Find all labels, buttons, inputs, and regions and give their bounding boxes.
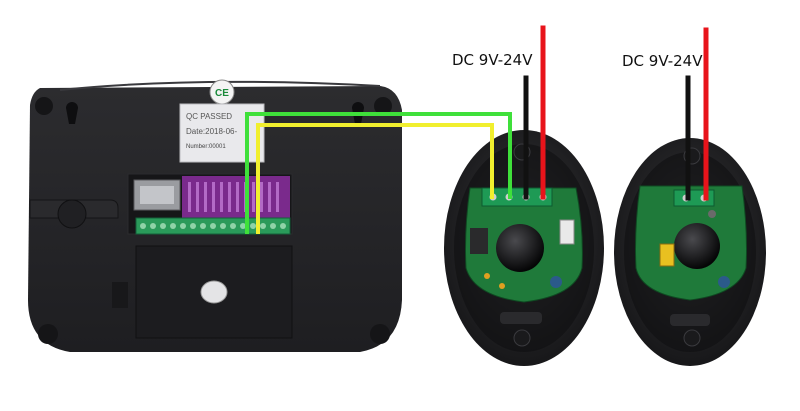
mount-hole-bottom-left [38,324,58,344]
sensor-right-bottom-hole [683,329,701,347]
wires [245,25,709,234]
sensor-right-lens [674,223,720,269]
svg-text:Number:00001: Number:00001 [186,144,226,150]
mount-hole-bottom-right [370,324,390,344]
alarm-panel: CE QC PASSED Date:2018-06- Number:00001 [28,79,402,352]
signal-wire-green [245,112,512,234]
sensor-left-bottom-hole [513,329,531,347]
sensor-left-lens [496,224,544,272]
sensor-left-terminal [481,187,553,207]
power-label-right: DC 9V-24V [622,52,703,70]
mount-hole-top-left [35,97,53,115]
signal-wire-yellow [256,123,494,234]
notch-hole [57,199,87,229]
sensor-left [444,130,604,366]
keyhole-left [66,102,78,124]
sensor-right [614,138,766,366]
mount-hole-top-right [374,97,392,115]
qc-round-sticker [200,280,228,304]
svg-text:CE: CE [215,88,229,99]
panel-board-window [127,173,293,235]
power-label-left: DC 9V-24V [452,51,533,69]
panel-top-edge [59,80,381,91]
ce-logo: CE [209,79,235,105]
svg-text:Date:2018-06-: Date:2018-06- [186,127,237,136]
svg-text:QC PASSED: QC PASSED [186,112,232,121]
battery-cover [112,245,293,339]
